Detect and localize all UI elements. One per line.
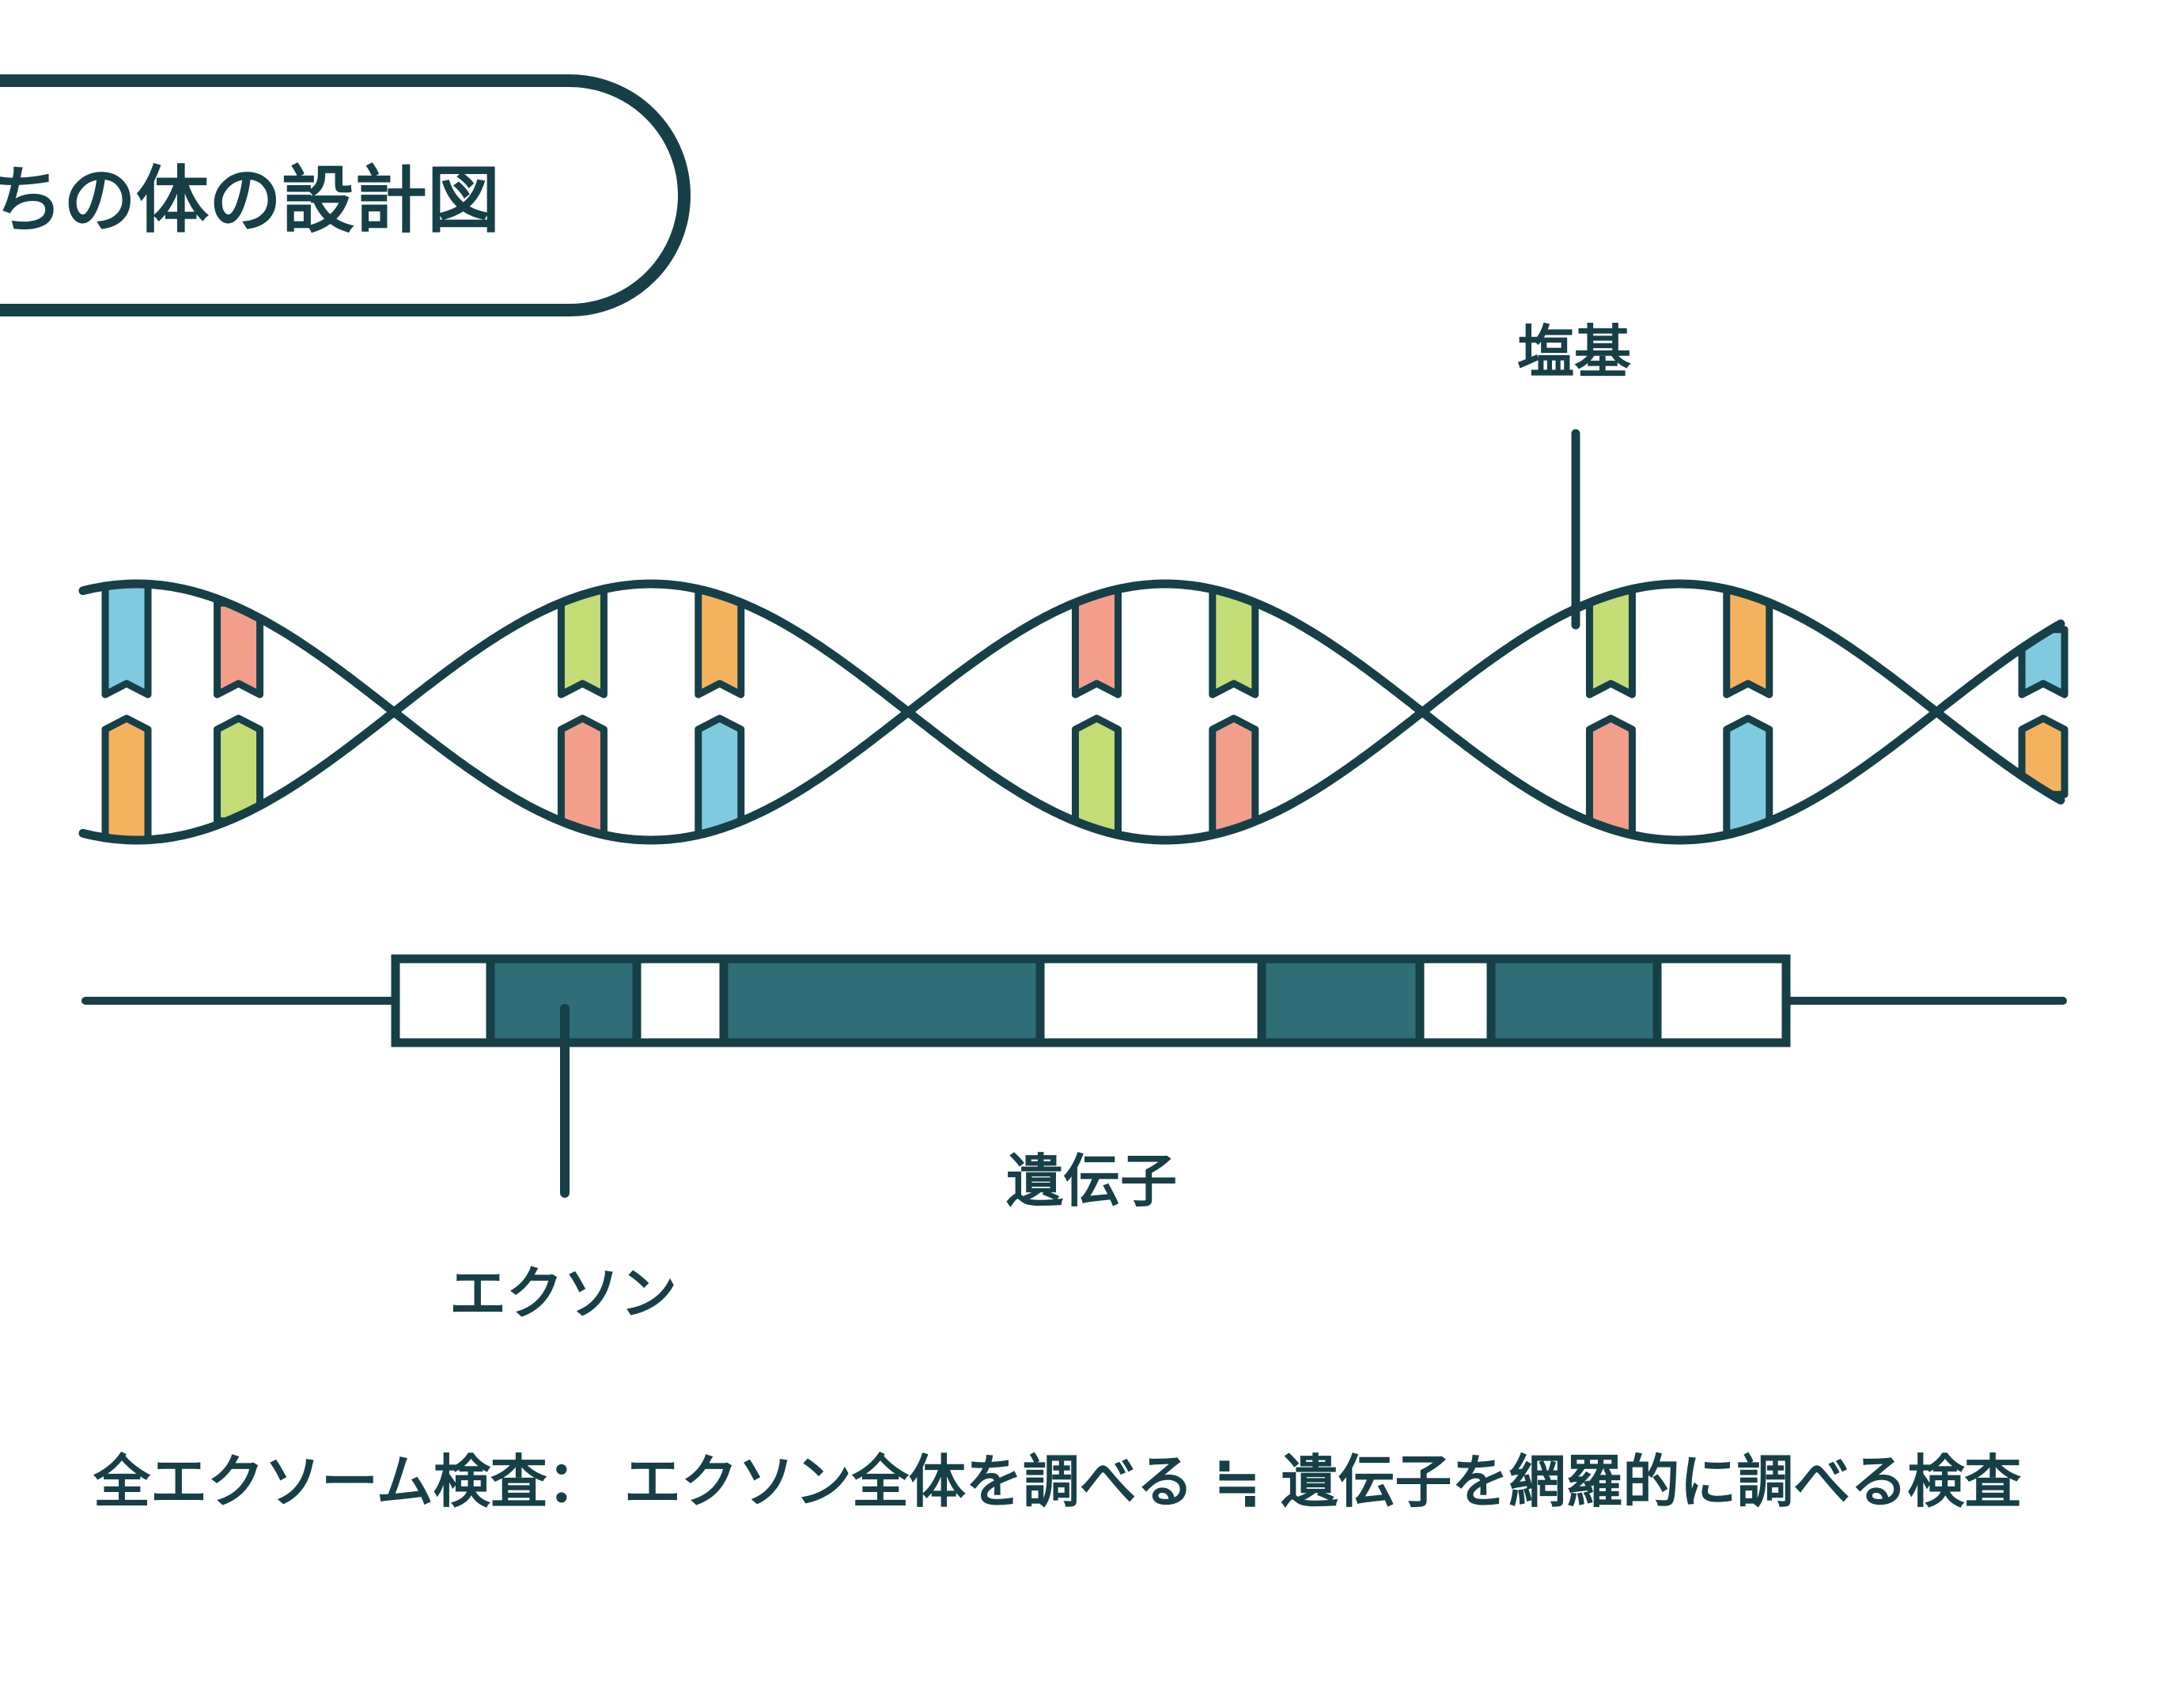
- helix-mask-top: [36, 443, 2108, 709]
- base-lower: [101, 714, 152, 849]
- base-lower: [1071, 714, 1122, 838]
- base-upper: [557, 586, 608, 699]
- gene-intron-segment: [1415, 954, 1496, 1047]
- gene-intron-segment: [1652, 954, 1791, 1047]
- gene-bar-outline: [391, 954, 1791, 1047]
- base-upper: [1585, 586, 1636, 699]
- base-label: 塩基: [1517, 319, 1631, 385]
- base-upper: [695, 586, 745, 699]
- base-lower: [557, 714, 608, 838]
- base-lower: [695, 714, 745, 838]
- page-title: ちの体の設計図: [0, 158, 500, 243]
- dna-strand-upper: [78, 579, 2065, 845]
- gene-label: 遺伝子: [1006, 1148, 1177, 1214]
- base-upper: [1209, 586, 1259, 699]
- gene-segments: [391, 954, 1791, 1047]
- gene-bar: [81, 954, 2067, 1047]
- base-upper: [1071, 586, 1122, 699]
- base-lower: [1209, 714, 1259, 838]
- helix-mask-bottom: [36, 715, 2108, 981]
- exon-label: エクソン: [449, 1260, 677, 1327]
- base-lower: [1585, 714, 1636, 838]
- gene-intron-segment: [632, 954, 729, 1047]
- gene-intron-segment: [391, 954, 495, 1047]
- dna-strand-lower: [78, 579, 2065, 845]
- base-upper: [1723, 586, 1773, 699]
- base-upper: [101, 575, 152, 699]
- base-lower: [1723, 714, 1773, 838]
- gene-exon-segment: [719, 954, 1045, 1047]
- footer-statement: 全エクソーム検査： エクソン全体を調べる ≒ 遺伝子を網羅的に調べる検査: [93, 1449, 2021, 1515]
- gene-intron-segment: [1035, 954, 1266, 1047]
- base-lower: [214, 714, 264, 825]
- title-pill-outline: [0, 74, 691, 316]
- title-pill: ちの体の設計図: [0, 74, 691, 316]
- base-pairs: [36, 443, 2108, 981]
- gene-exon-segment: [1257, 954, 1425, 1047]
- dna-double-helix: [36, 443, 2108, 981]
- gene-exon-segment: [1486, 954, 1662, 1047]
